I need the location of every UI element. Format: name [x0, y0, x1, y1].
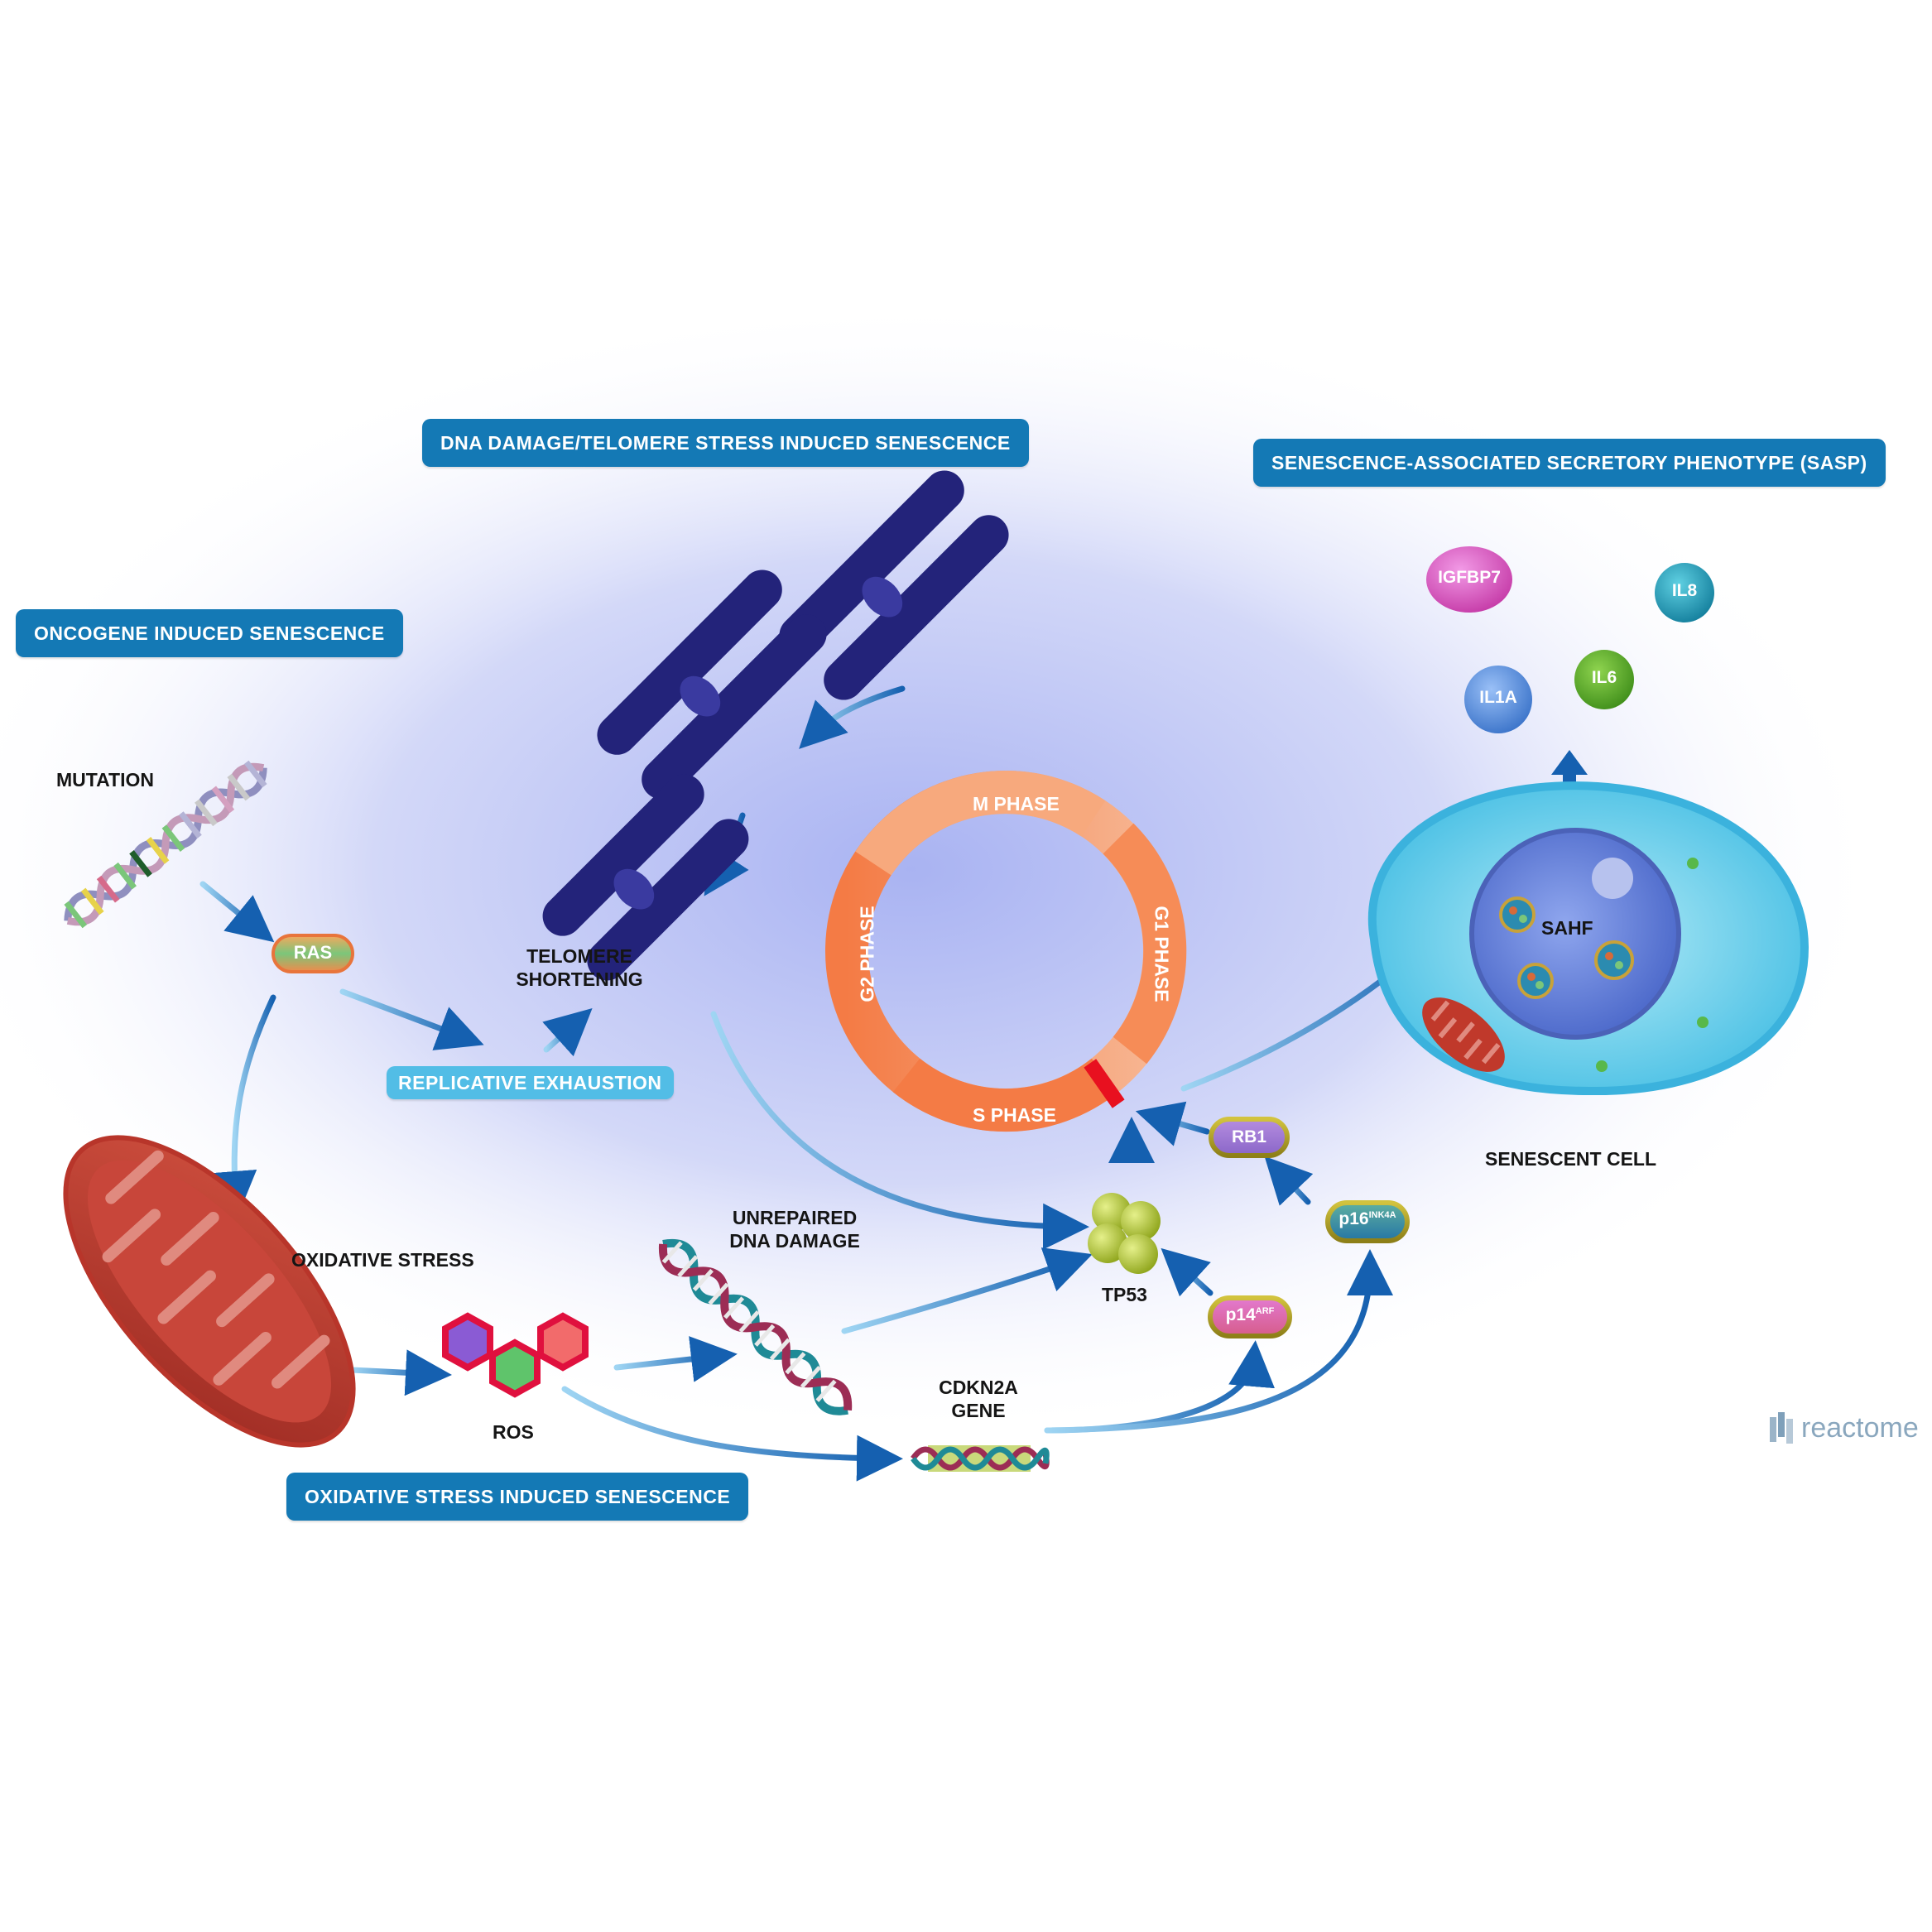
igfbp7-bubble [1426, 546, 1512, 613]
arrow-chromosome-1 [799, 685, 906, 749]
checkpoint-block [1084, 1059, 1125, 1108]
title-oncogene: ONCOGENE INDUCED SENESCENCE [16, 609, 403, 657]
arrow-ras-to-replicative [339, 988, 484, 1050]
label-sahf: SAHF [1541, 917, 1593, 939]
rb1-capsule [1209, 1117, 1290, 1158]
g2-phase-label: G2 PHASE [856, 906, 878, 1002]
label-telomere-line2: SHORTENING [516, 968, 643, 990]
cdkn2a-gene-helix [911, 1445, 1050, 1472]
cell-cycle-ring [825, 771, 1187, 1132]
il1a-label: IL1A [1479, 688, 1517, 707]
arrow-ras-to-mitochondrion [210, 994, 276, 1218]
label-cdkn2a-line1: CDKN2A [939, 1377, 1018, 1398]
arrow-mito-to-ros [348, 1349, 452, 1396]
chromosome-large [779, 470, 1009, 700]
title-sasp: SENESCENCE-ASSOCIATED SECRETORY PHENOTYP… [1253, 439, 1886, 487]
nucleolus [1592, 858, 1633, 899]
pathway-arrows [199, 685, 1454, 1482]
mutation-dna-helix [64, 760, 267, 929]
cell-mitochondrion-icon [1422, 997, 1505, 1072]
p14-capsule [1208, 1295, 1292, 1338]
arrow-cdkn2a-to-p16 [1044, 1249, 1393, 1434]
label-ros: ROS [493, 1421, 534, 1443]
sahf-foci [1499, 896, 1634, 999]
title-dna-damage: DNA DAMAGE/TELOMERE STRESS INDUCED SENES… [422, 419, 1029, 467]
ros-hexagons [442, 1312, 589, 1398]
arrow-mutation-to-ras [199, 881, 275, 943]
p16-superscript: INK4A [1368, 1210, 1396, 1220]
label-mutation: MUTATION [56, 769, 154, 791]
arrow-replicative-to-telomere [542, 1007, 593, 1057]
label-telomere-shortening: TELOMERE SHORTENING [505, 944, 654, 991]
label-unrepaired-dna-damage: UNREPAIRED DNA DAMAGE [716, 1206, 873, 1252]
label-senescent-cell: SENESCENT CELL [1485, 1148, 1657, 1170]
subtitle-replicative-exhaustion: REPLICATIVE EXHAUSTION [387, 1066, 674, 1099]
label-unrepaired-line1: UNREPAIRED [732, 1207, 858, 1228]
rb1-label: RB1 [1231, 1127, 1266, 1146]
senescent-cell-icon [1368, 781, 1809, 1096]
label-unrepaired-line2: DNA DAMAGE [729, 1230, 860, 1252]
background-glow [0, 298, 1887, 1440]
p16-label: p16INK4A [1328, 1209, 1407, 1229]
g1-phase-label: G1 PHASE [1151, 906, 1173, 1002]
arrow-rb1-to-cycle [1135, 1101, 1210, 1146]
chromosome-medium [597, 570, 827, 800]
il8-bubble [1655, 563, 1714, 622]
arrow-ros-to-dna [613, 1336, 738, 1382]
il6-bubble [1574, 650, 1634, 709]
s-phase-label: S PHASE [973, 1104, 1056, 1126]
chromosome-short [542, 774, 749, 981]
label-cdkn2a-gene: CDKN2A GENE [935, 1376, 1021, 1422]
il8-label: IL8 [1671, 581, 1698, 600]
mitochondrion-icon [63, 1135, 356, 1448]
arrow-ros-to-cdkn2a [561, 1386, 903, 1482]
label-oxidative-stress: OXIDATIVE STRESS [291, 1249, 474, 1271]
p14-main-text: p14 [1225, 1305, 1256, 1324]
igfbp7-label: IGFBP7 [1438, 568, 1501, 587]
p14-superscript: ARF [1255, 1306, 1275, 1316]
label-telomere-line1: TELOMERE [526, 945, 632, 967]
p16-main-text: p16 [1338, 1209, 1369, 1228]
arrow-p16-to-rb1 [1264, 1156, 1314, 1206]
m-phase-label: M PHASE [973, 793, 1060, 815]
reactome-logo-text: reactome [1801, 1412, 1919, 1444]
label-tp53: TP53 [1102, 1284, 1147, 1305]
chromosomes [542, 470, 1009, 981]
unrepaired-dna-helix [658, 1238, 853, 1415]
il6-label: IL6 [1591, 668, 1617, 687]
arrow-dna-to-tp53 [841, 1247, 1093, 1334]
arrow-telomere-to-tp53 [710, 1011, 1089, 1250]
title-oxidative: OXIDATIVE STRESS INDUCED SENESCENCE [286, 1473, 749, 1521]
label-cdkn2a-line2: GENE [951, 1400, 1006, 1421]
p14-label: p14ARF [1210, 1305, 1290, 1325]
reactome-logo-icon [1770, 1412, 1793, 1444]
ras-capsule [272, 934, 354, 973]
arrow-p14-to-tp53 [1161, 1247, 1214, 1297]
ras-label: RAS [293, 942, 333, 963]
il1a-bubble [1464, 666, 1532, 733]
p16-capsule [1325, 1200, 1410, 1243]
tp53-cluster [1088, 1193, 1161, 1274]
